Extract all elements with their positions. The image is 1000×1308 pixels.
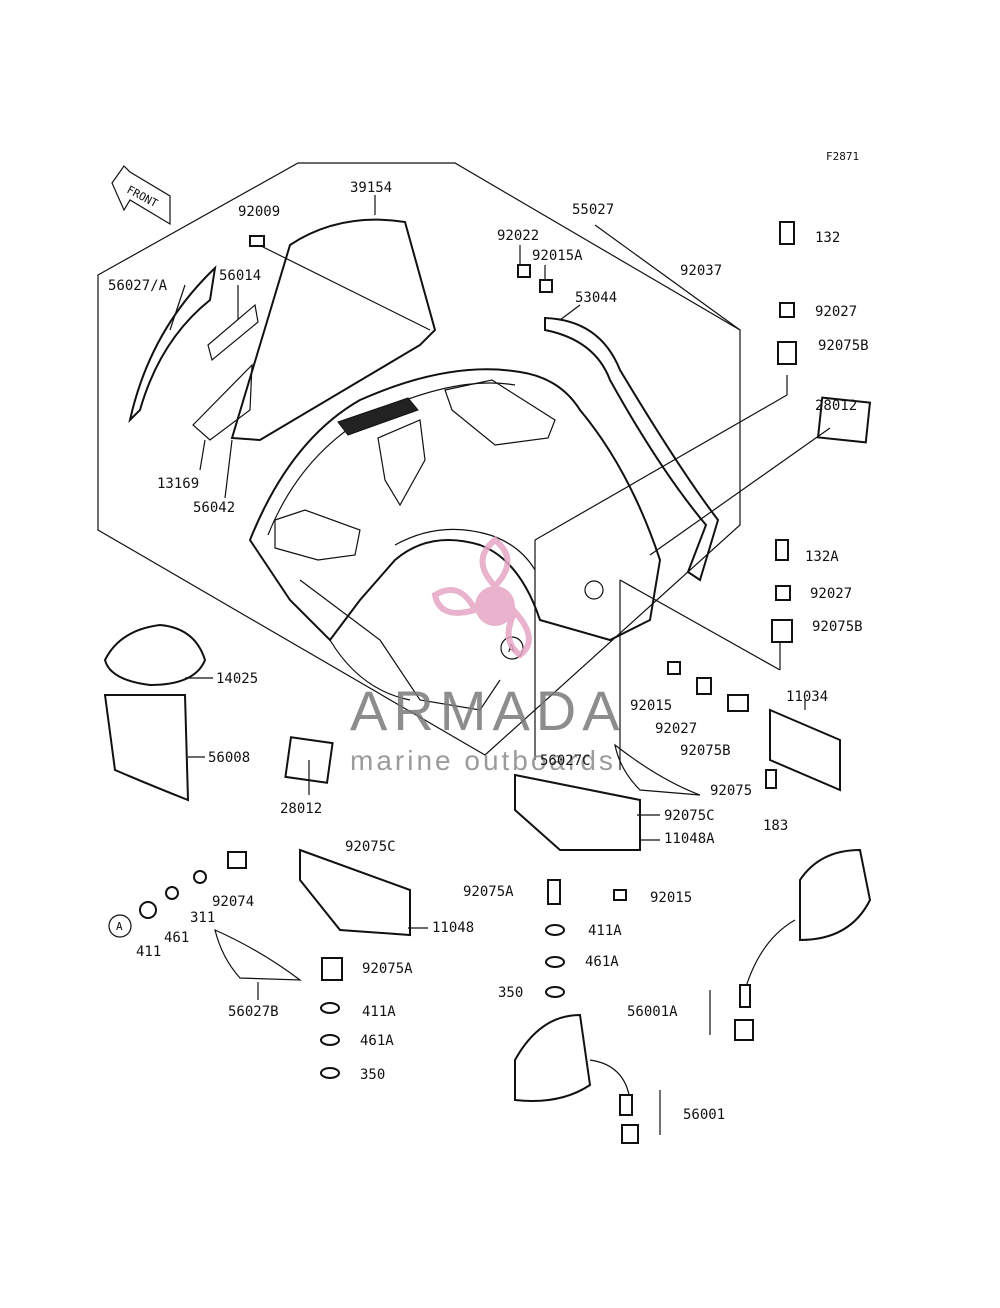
part-label: 56027B xyxy=(228,1004,279,1020)
bracket-11034 xyxy=(769,708,841,792)
part-label: 92027 xyxy=(655,721,697,737)
part-label: 11034 xyxy=(786,689,828,705)
callout-a-lower: A xyxy=(108,914,132,938)
part-label: 350 xyxy=(360,1067,385,1083)
side-trim-strip xyxy=(128,265,217,424)
deck-cover xyxy=(248,368,662,711)
front-arrow-icon: FRONT xyxy=(111,165,171,226)
bracket-11048 xyxy=(299,848,411,937)
part-label: 28012 xyxy=(280,801,322,817)
part-label: 13169 xyxy=(157,476,199,492)
part-label: 461A xyxy=(585,954,619,970)
part-label: 56042 xyxy=(193,500,235,516)
part-label: 92037 xyxy=(680,263,722,279)
part-label: 92027 xyxy=(810,586,852,602)
part-label: 183 xyxy=(763,818,788,834)
part-label: 28012 xyxy=(815,398,857,414)
part-label: 56027/A xyxy=(108,278,168,294)
bracket-11048A xyxy=(514,773,641,851)
mirror-56001 xyxy=(514,1013,631,1102)
part-label: 92015 xyxy=(650,890,692,906)
part-label: 11048A xyxy=(664,831,715,847)
part-label: 56014 xyxy=(219,268,261,284)
storage-lid xyxy=(103,623,207,687)
plate-28012-upper xyxy=(816,396,872,444)
part-label: 92075B xyxy=(818,338,869,354)
storage-bin xyxy=(103,694,190,802)
part-label: 311 xyxy=(190,910,215,926)
seal-strip xyxy=(544,316,720,582)
trim-piece-56014 xyxy=(207,303,259,362)
part-label: 411 xyxy=(136,944,161,960)
part-label: 92027 xyxy=(815,304,857,320)
leader-lines xyxy=(169,195,831,1135)
part-label: 53044 xyxy=(575,290,617,306)
part-label: 56027C xyxy=(540,753,591,769)
trim-56027B xyxy=(214,928,302,981)
part-label: 92015 xyxy=(630,698,672,714)
part-label: 11048 xyxy=(432,920,474,936)
figure-code: F2871 xyxy=(826,150,859,163)
part-label: 92075 xyxy=(710,783,752,799)
part-label: 92075A xyxy=(362,961,413,977)
part-label: 92022 xyxy=(497,228,539,244)
part-label: 92075C xyxy=(664,808,715,824)
watermark-tagline: marine outboards xyxy=(350,745,616,776)
part-label: 350 xyxy=(498,985,523,1001)
part-label: 92075C xyxy=(345,839,396,855)
part-label: 461A xyxy=(360,1033,394,1049)
part-label: 14025 xyxy=(216,671,258,687)
part-label: 39154 xyxy=(350,180,392,196)
part-label: 56008 xyxy=(208,750,250,766)
assembly-frame xyxy=(97,162,741,756)
trim-piece-13169 xyxy=(192,363,253,441)
part-label: 56001A xyxy=(627,1004,678,1020)
part-label: 411A xyxy=(362,1004,396,1020)
watermark-logo: ARMADA marine outboards xyxy=(350,536,626,776)
part-label: 92075A xyxy=(463,884,514,900)
part-label: 132 xyxy=(815,230,840,246)
watermark-brand: ARMADA xyxy=(350,679,626,742)
part-label: 92075B xyxy=(812,619,863,635)
part-label: 92074 xyxy=(212,894,254,910)
part-label: 92015A xyxy=(532,248,583,264)
part-label: 411A xyxy=(588,923,622,939)
part-label: 92009 xyxy=(238,204,280,220)
part-label: 92075B xyxy=(680,743,731,759)
part-label: 461 xyxy=(164,930,189,946)
windshield xyxy=(230,218,437,442)
part-label: 132A xyxy=(805,549,839,565)
part-label: 56001 xyxy=(683,1107,725,1123)
hardware xyxy=(139,221,797,1144)
svg-text:A: A xyxy=(116,920,123,933)
part-label: 55027 xyxy=(572,202,614,218)
mirror-56001A xyxy=(744,848,872,991)
part-labels: 39154 92009 55027 92022 92015A 132 92037… xyxy=(108,180,869,1123)
